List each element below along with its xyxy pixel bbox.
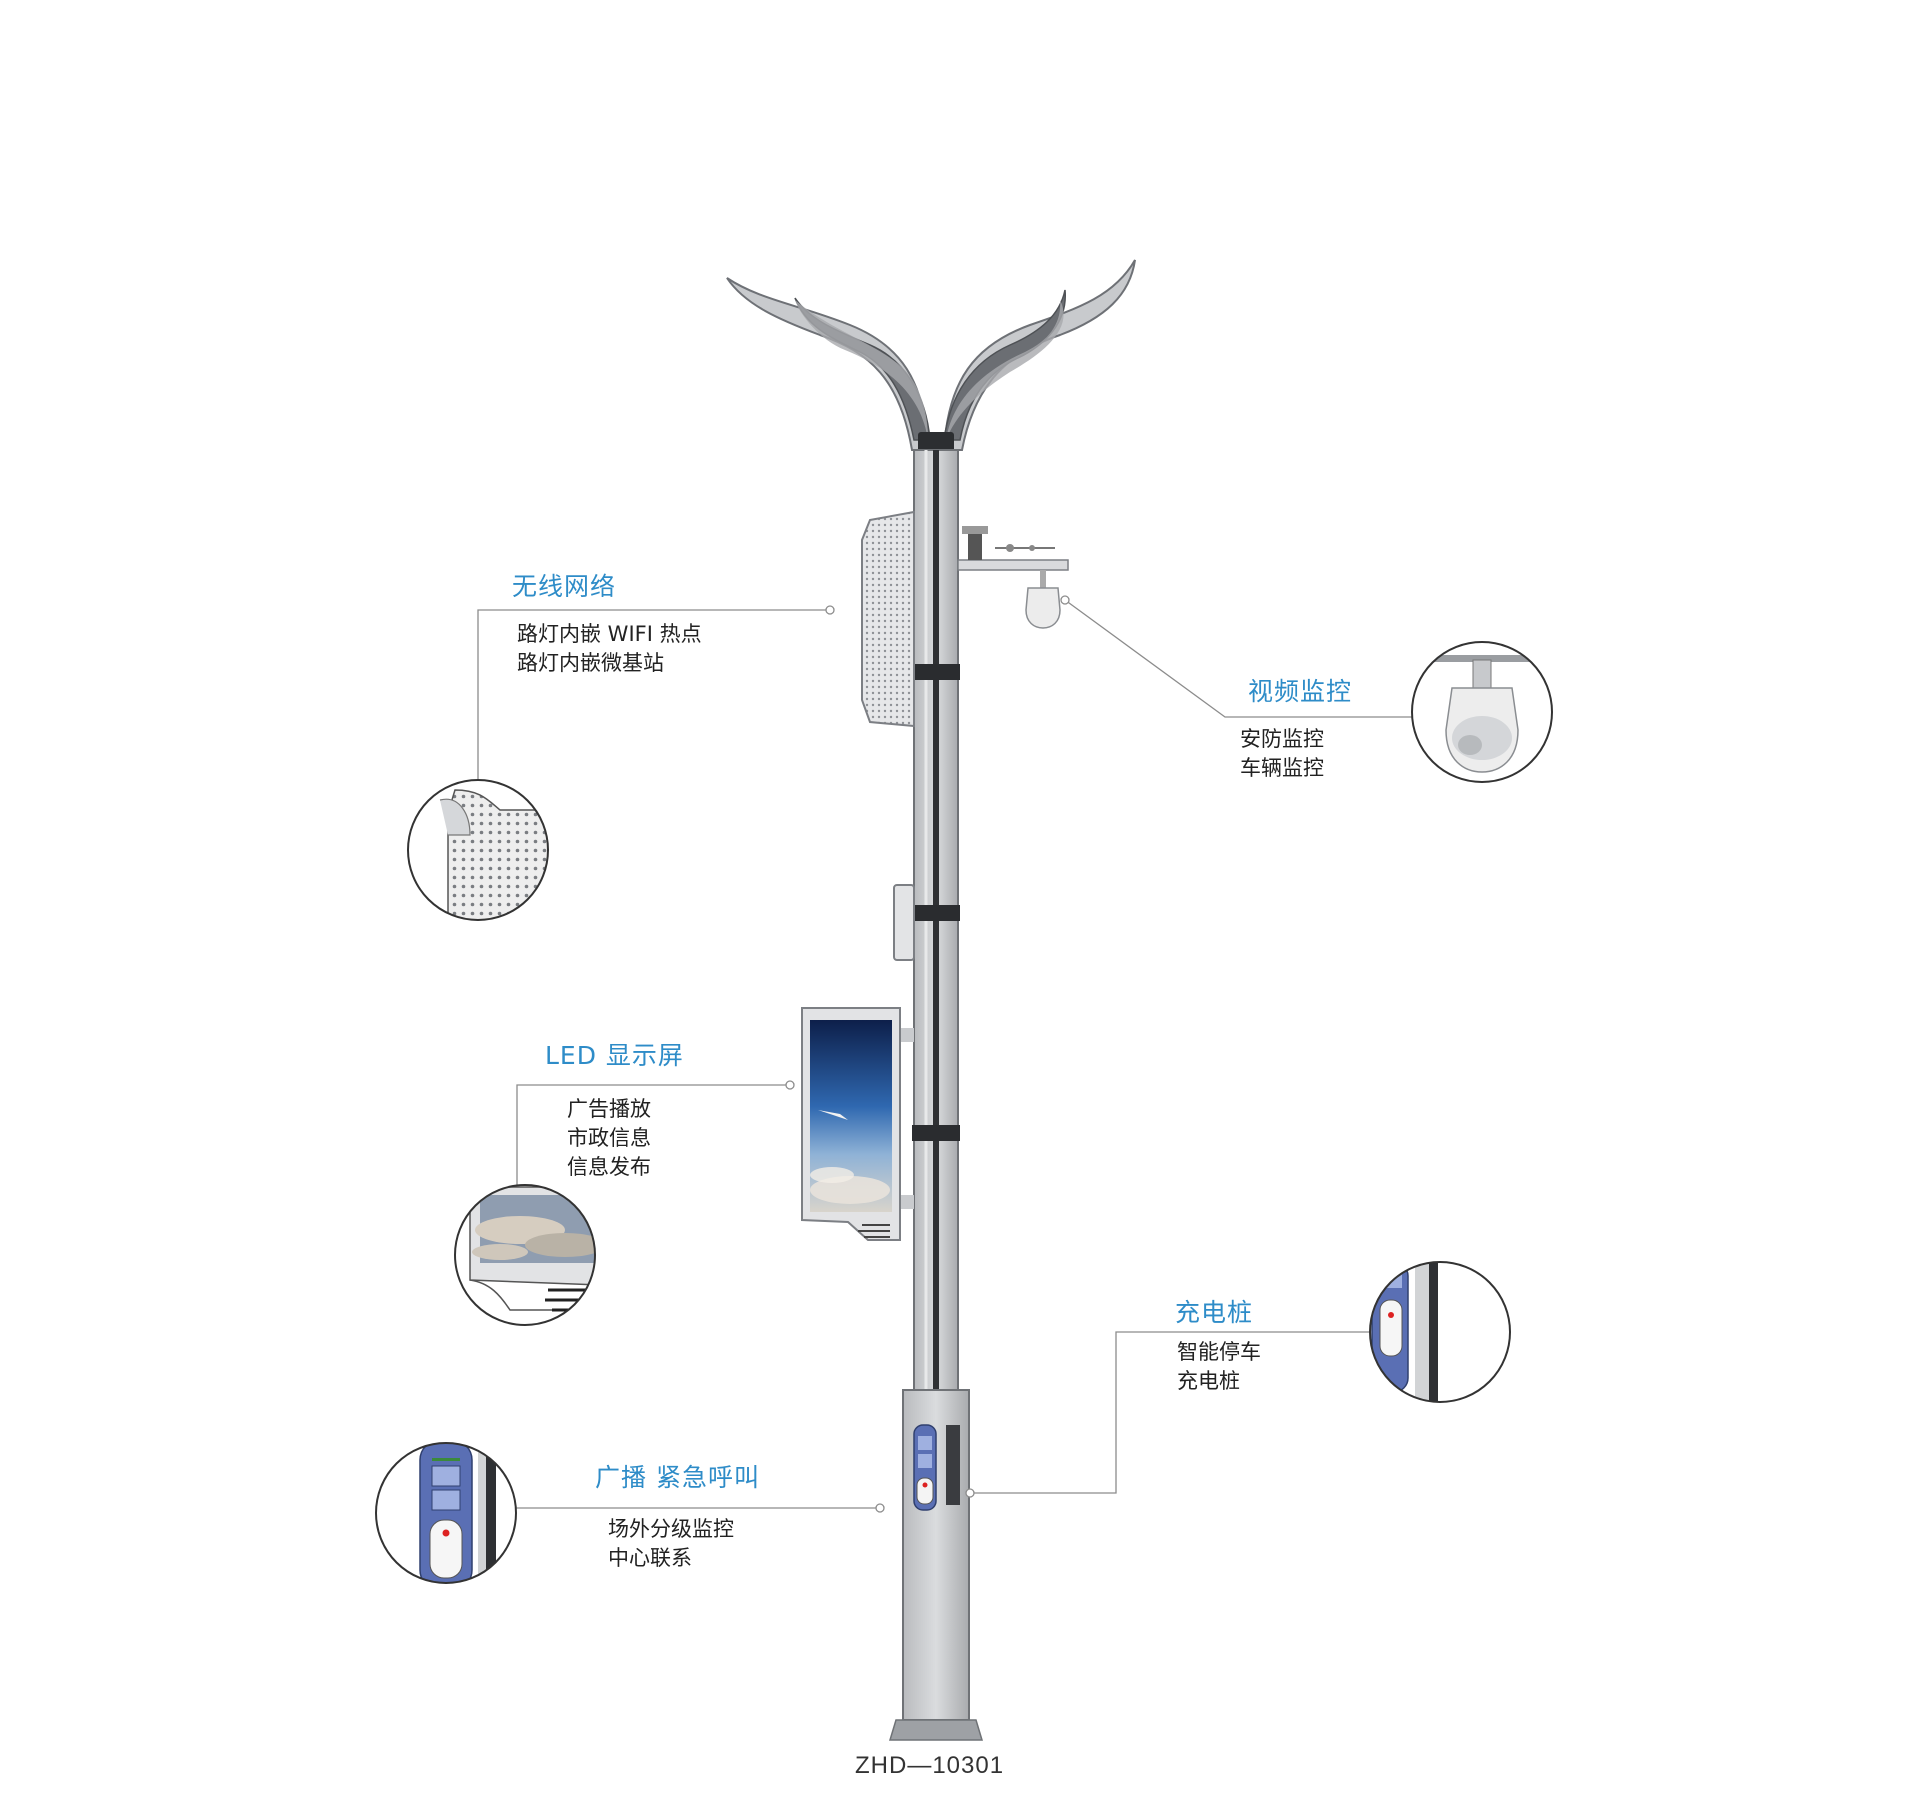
wifi-grille-panel — [861, 510, 915, 728]
emergency-call-panel-icon — [375, 1442, 517, 1584]
led-desc-line: 市政信息 — [567, 1126, 651, 1150]
pole-side-box — [893, 884, 915, 961]
model-number: ZHD—10301 — [855, 1752, 1005, 1779]
charging-port-detail-icon — [1369, 1261, 1511, 1403]
leader-lines — [477, 595, 1412, 1513]
lamp-arm-right-outer — [942, 259, 1136, 451]
leader-camera — [1064, 599, 1412, 718]
pole-collar — [912, 664, 960, 680]
led-display — [801, 1007, 914, 1241]
broadcast-desc-line: 中心联系 — [608, 1546, 692, 1570]
leader-wifi — [477, 609, 830, 780]
camera-desc-line: 安防监控 — [1240, 727, 1324, 751]
camera-desc-line: 车辆监控 — [1240, 756, 1324, 780]
broadcast-desc-line: 场外分级监控 — [608, 1517, 734, 1541]
wifi-desc-line: 路灯内嵌 WIFI 热点 — [517, 622, 702, 646]
pole-foot — [888, 1719, 984, 1741]
pole-dome-camera — [1025, 587, 1061, 629]
main-pole — [888, 449, 984, 1741]
wifi-desc-line: 路灯内嵌微基站 — [517, 651, 664, 675]
broadcast-callout-desc: 场外分级监控 中心联系 — [608, 1515, 734, 1573]
lamp-head — [726, 259, 1136, 458]
lamp-arm-left-mid — [795, 300, 928, 440]
charging-desc-line: 智能停车 — [1177, 1340, 1261, 1364]
wifi-callout-desc: 路灯内嵌 WIFI 热点 路灯内嵌微基站 — [517, 620, 702, 678]
broadcast-callout-title: 广播 紧急呼叫 — [595, 1463, 760, 1492]
charging-callout-title: 充电桩 — [1175, 1298, 1254, 1327]
pole-collar — [912, 1125, 960, 1141]
charging-desc-line: 充电桩 — [1177, 1369, 1240, 1393]
camera-callout-desc: 安防监控 车辆监控 — [1240, 725, 1324, 783]
leader-charging — [970, 1331, 1370, 1494]
led-desc-line: 信息发布 — [567, 1155, 651, 1179]
led-screen-detail-icon — [454, 1184, 596, 1326]
leader-led — [516, 1084, 790, 1185]
camera-callout-title: 视频监控 — [1248, 677, 1353, 706]
led-callout-title: LED 显示屏 — [545, 1041, 684, 1070]
lamp-arm-right-mid — [946, 300, 1064, 440]
camera-bracket — [957, 526, 1069, 629]
led-desc-line: 广告播放 — [567, 1097, 651, 1121]
led-callout-desc: 广告播放 市政信息 信息发布 — [567, 1095, 651, 1182]
wifi-callout-title: 无线网络 — [512, 572, 617, 601]
pole-collar — [912, 905, 960, 921]
speaker-grille-detail-icon — [407, 779, 549, 921]
dome-camera-icon — [1411, 641, 1553, 783]
charging-callout-desc: 智能停车 充电桩 — [1177, 1338, 1261, 1396]
